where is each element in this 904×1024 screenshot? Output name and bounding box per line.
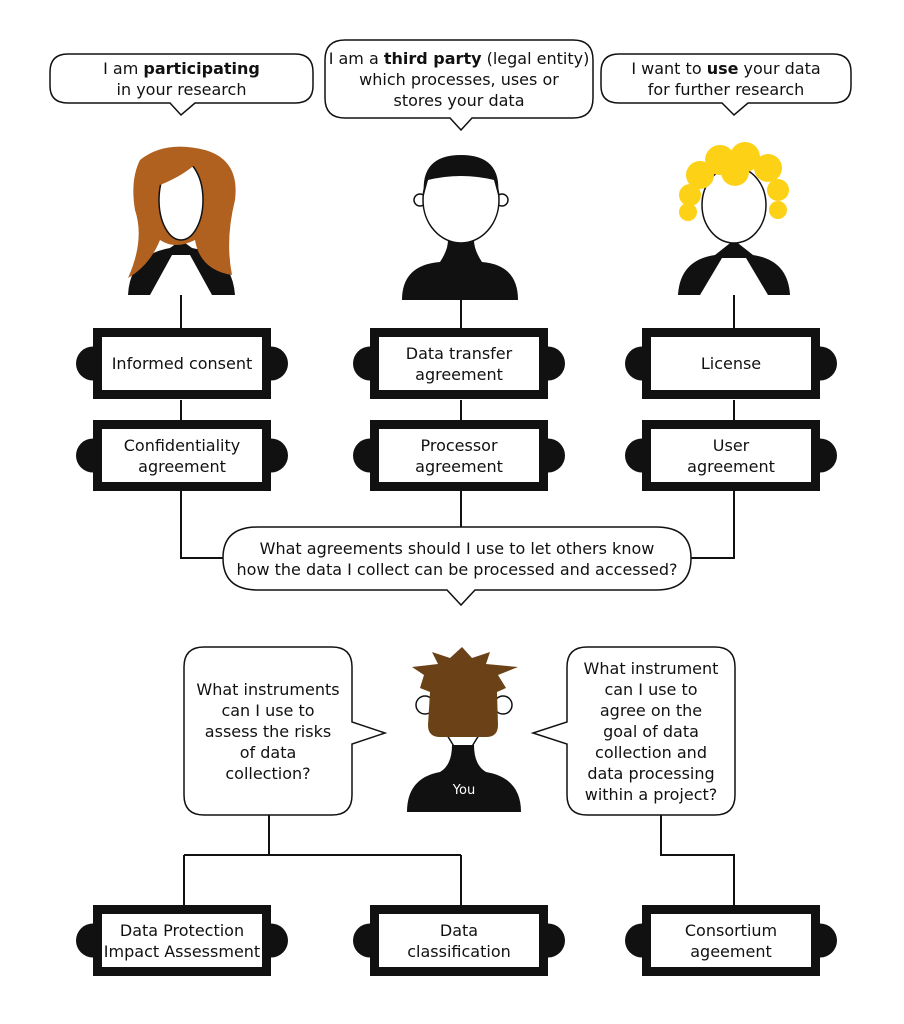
box-label-line: Processor (420, 435, 498, 455)
box-label-line: agreement (415, 456, 503, 476)
text: I am a (328, 48, 384, 68)
bubble-participant-text: I am participating in your research (50, 56, 313, 102)
box-informed-consent (76, 328, 288, 399)
speech-bubbles (49, 39, 852, 816)
bubble-participant (49, 53, 314, 117)
participant-figure (128, 146, 236, 295)
central-question-text: What agreements should I use to let othe… (223, 528, 691, 590)
bubble-user-text: I want to use your data for further rese… (601, 56, 851, 102)
you-label: You (452, 783, 476, 798)
goal-question-text: What instrument can I use to agree on th… (567, 647, 735, 815)
text: can I use to (604, 679, 698, 699)
text: What agreements should I use to let othe… (259, 539, 655, 558)
box-label-line: ageement (690, 941, 772, 961)
box-label-line: Data (439, 920, 479, 940)
box-processor (353, 420, 565, 491)
text: can I use to (221, 700, 315, 720)
text: within a project? (584, 784, 718, 804)
connector-lines (180, 295, 735, 907)
bubble-user (600, 53, 852, 117)
text: which processes, uses or (359, 69, 559, 89)
text: (legal entity) (481, 48, 590, 68)
text: your data (738, 59, 821, 78)
text: I am (103, 59, 144, 78)
box-confidentiality (76, 420, 288, 491)
box-label-line: agreement (415, 364, 503, 384)
text: I want to (631, 59, 707, 78)
text: agree on the (599, 700, 703, 720)
bubble-risk-question (183, 646, 388, 816)
text-bold: participating (143, 59, 260, 78)
text: collection? (225, 763, 311, 783)
agreement-boxes (76, 328, 837, 976)
box-consortium (625, 905, 837, 976)
box-label-informed-consent: Informed consent (102, 337, 262, 390)
box-label-line: agreement (138, 456, 226, 476)
box-label-line: agreement (687, 456, 775, 476)
text: What instrument (583, 658, 719, 678)
box-label-line: License (700, 354, 762, 373)
box-user-agreement (625, 420, 837, 491)
you-figure (407, 647, 521, 812)
bubble-central-question (222, 526, 692, 607)
text: assess the risks (204, 721, 332, 741)
box-label-line: Confidentiality (123, 435, 241, 455)
bubble-third-party-text: I am a third party (legal entity) which … (325, 42, 593, 116)
box-data-classification (353, 905, 565, 976)
box-label-line: Impact Assessment (103, 941, 261, 961)
text-bold: use (706, 59, 739, 78)
risk-question-text: What instruments can I use to assess the… (184, 647, 352, 815)
text: in your research (116, 80, 247, 99)
text-bold: third party (383, 48, 482, 68)
text: stores your data (393, 90, 525, 110)
bubble-third-party (324, 39, 594, 132)
box-label-line: Informed consent (111, 354, 253, 373)
box-dpia (76, 905, 288, 976)
text: of data (239, 742, 297, 762)
box-label-line: User (712, 435, 750, 455)
box-label-line: Consortium (684, 920, 778, 940)
text: how the data I collect can be processed … (236, 560, 678, 579)
box-label-line: classification (407, 941, 511, 961)
box-label-line: Data transfer (405, 343, 513, 363)
bubble-goal-question (530, 646, 736, 816)
box-label-line: Data Protection (119, 920, 245, 940)
third-party-figure (402, 155, 518, 300)
text: What instruments (196, 679, 340, 699)
box-label-license: License (651, 337, 811, 390)
box-license (625, 328, 837, 399)
text: data processing (587, 763, 715, 783)
user-figure (678, 142, 790, 295)
text: for further research (647, 80, 805, 99)
box-data-transfer (353, 328, 565, 399)
text: collection and (595, 742, 707, 762)
text: goal of data (603, 721, 699, 741)
